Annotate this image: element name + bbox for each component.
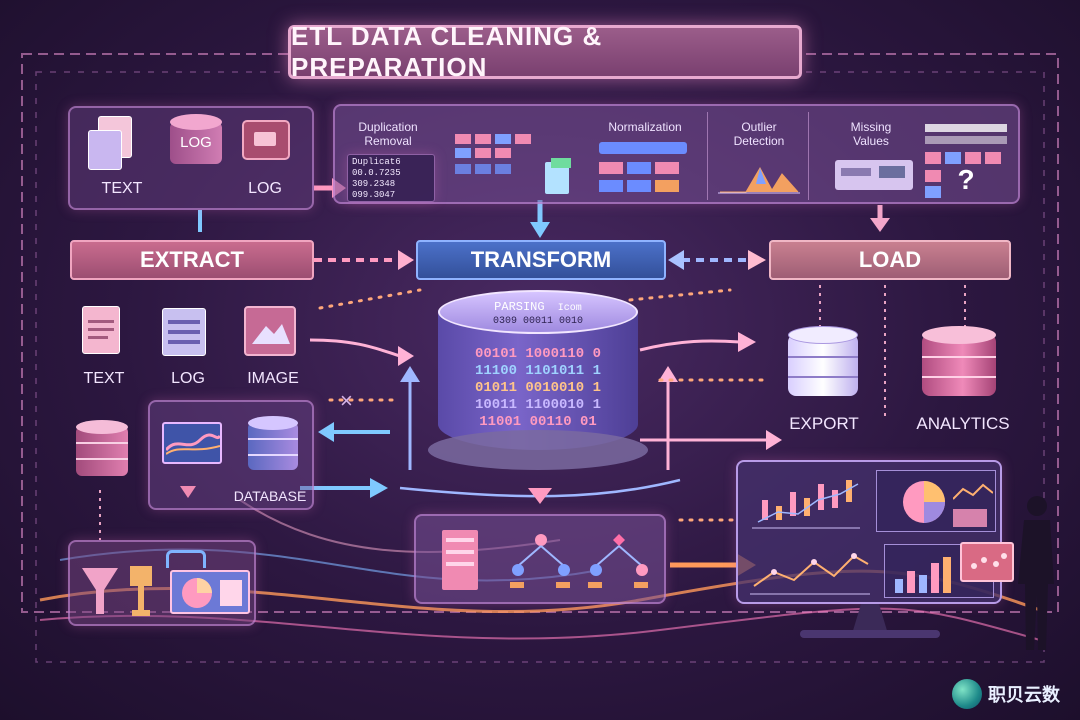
pie-chart-icon bbox=[903, 481, 945, 523]
cleaning-steps-panel: Duplication Removal Duplicat6 00.0.7235 … bbox=[333, 104, 1020, 204]
filter-cup-icon bbox=[130, 566, 152, 616]
analytics-dashboard bbox=[736, 460, 1014, 604]
missing-title: Missing Values bbox=[850, 120, 892, 148]
log-database-icon: LOG bbox=[170, 114, 226, 168]
text-doc-icon bbox=[78, 306, 124, 360]
analytics-label: ANALYTICS bbox=[916, 414, 1010, 433]
export-database-icon bbox=[788, 326, 862, 402]
missing-values-grid-icon: ? bbox=[921, 124, 1011, 202]
normalization-title: Normalization bbox=[608, 120, 682, 134]
log-database-label: LOG bbox=[180, 134, 212, 151]
dedup-code-box: Duplicat6 00.0.7235 309.2348 099.3047 bbox=[347, 154, 435, 202]
line-chart-icon bbox=[750, 553, 870, 595]
database-panel: DATABASE bbox=[148, 400, 314, 510]
question-mark-icon: ? bbox=[957, 164, 975, 195]
extract-stage: EXTRACT bbox=[70, 240, 314, 280]
dedup-code-line: 00.0.7235 bbox=[352, 168, 401, 178]
cross-mark: × bbox=[340, 388, 353, 413]
analytics-database-icon bbox=[922, 326, 1000, 402]
database-icon bbox=[76, 420, 132, 480]
chart-screen-icon bbox=[162, 422, 222, 464]
down-arrow-icon bbox=[180, 486, 196, 498]
text-doc-icon bbox=[88, 116, 142, 172]
database-label: DATABASE bbox=[233, 488, 307, 504]
pie-report-icon bbox=[170, 570, 250, 614]
log-source-label: LOG bbox=[248, 180, 282, 197]
document-list-icon bbox=[442, 530, 482, 592]
transform-stage: TRANSFORM bbox=[416, 240, 666, 280]
mini-table-icon bbox=[953, 509, 987, 527]
binary-row: 01011 0010010 1 bbox=[474, 380, 602, 396]
dedup-code-line: Duplicat6 bbox=[352, 157, 401, 167]
outlier-panel: Outlier Detection bbox=[707, 112, 809, 200]
filter-panel bbox=[68, 540, 256, 626]
normalization-bars-icon bbox=[599, 142, 699, 202]
binary-row: 11100 1101011 1 bbox=[474, 363, 602, 379]
bar-chart-icon bbox=[895, 557, 951, 593]
watermark-logo: 职贝云数 bbox=[952, 676, 1072, 712]
log-source-label: LOG bbox=[171, 370, 205, 387]
candlestick-chart-icon bbox=[752, 480, 860, 529]
funnel-icon bbox=[82, 568, 118, 614]
database-icon bbox=[248, 416, 302, 476]
dedup-code-line: 309.2348 bbox=[352, 179, 396, 189]
binary-row: 11001 00110 01 bbox=[479, 414, 597, 430]
outlier-title: Outlier Detection bbox=[733, 120, 785, 148]
globe-logo-icon bbox=[952, 679, 982, 709]
outlier-chart-icon bbox=[718, 166, 800, 194]
tree-diagram-icon bbox=[510, 534, 570, 588]
page-title: ETL DATA CLEANING & PREPARATION bbox=[288, 21, 802, 82]
missing-values-form-icon bbox=[835, 154, 919, 194]
table-grid-icon bbox=[455, 128, 575, 200]
dedup-title: Duplication Removal bbox=[358, 120, 418, 148]
log-doc-icon bbox=[162, 308, 212, 360]
top-source-panel: TEXT LOG LOG bbox=[68, 106, 314, 210]
dedup-code-line: 099.3047 bbox=[352, 190, 396, 200]
cylinder-label-main: PARSING bbox=[494, 300, 545, 314]
cylinder-label: PARSING Icom bbox=[438, 300, 638, 314]
text-source-label: TEXT bbox=[101, 180, 143, 197]
cylinder-header: 0309 00011 0010 bbox=[492, 316, 583, 327]
binary-row: 00101 1000110 0 bbox=[474, 346, 602, 362]
analyst-person-icon bbox=[1018, 496, 1054, 650]
parsing-cylinder: PARSING Icom 0309 00011 0010 00101 10001… bbox=[428, 290, 650, 470]
tree-diagram-icon bbox=[588, 534, 648, 588]
log-file-icon bbox=[242, 120, 296, 166]
scatter-card-icon bbox=[960, 542, 1014, 582]
workflow-panel bbox=[414, 514, 666, 604]
binary-stream: 00101 1000110 0 11100 1101011 1 01011 00… bbox=[442, 346, 634, 431]
monitor-base bbox=[800, 630, 940, 638]
image-icon bbox=[244, 306, 300, 360]
export-label: EXPORT bbox=[789, 414, 859, 433]
text-source-label: TEXT bbox=[83, 370, 125, 387]
load-stage: LOAD bbox=[769, 240, 1011, 280]
watermark-text: 职贝云数 bbox=[988, 685, 1060, 706]
cylinder-label-sub: Icom bbox=[557, 303, 582, 314]
sparkline-icon bbox=[953, 483, 993, 500]
image-source-label: IMAGE bbox=[247, 370, 299, 387]
binary-row: 10011 1100010 1 bbox=[474, 397, 602, 413]
